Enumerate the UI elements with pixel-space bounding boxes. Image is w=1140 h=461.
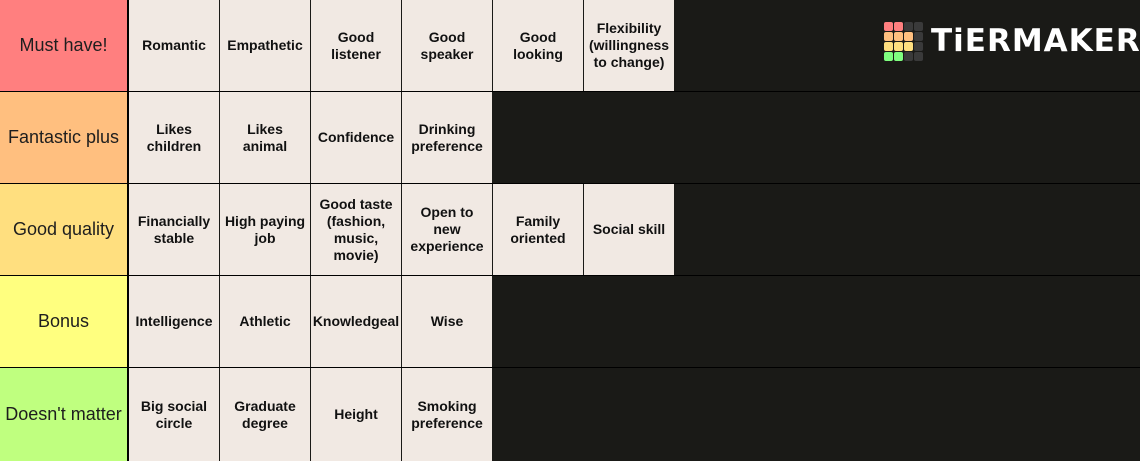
tier-item-text: Good listener bbox=[331, 28, 381, 62]
tier-item-text: Big social circle bbox=[140, 397, 208, 431]
tier-item-text: Wise bbox=[430, 313, 464, 329]
tier-item-text: Athletic bbox=[239, 313, 291, 329]
tier-item-text: Financially stable bbox=[137, 212, 211, 246]
tier-item-text: Likes animal bbox=[242, 120, 288, 154]
logo-cell bbox=[884, 41, 893, 51]
logo-cell bbox=[904, 31, 913, 41]
tier-item[interactable]: Smoking preference bbox=[402, 368, 492, 461]
tier-item-text: Smoking preference bbox=[411, 397, 483, 431]
tier-item[interactable]: Financially stable bbox=[129, 184, 219, 275]
tier-item-text: Open to new experience bbox=[410, 204, 484, 254]
tier-item-text: High paying job bbox=[224, 212, 306, 246]
tier-label-fantastic-plus[interactable]: Fantastic plus bbox=[0, 92, 129, 183]
logo-cell bbox=[884, 21, 893, 31]
logo-cell bbox=[894, 21, 903, 31]
logo-cell bbox=[914, 41, 923, 51]
tier-label-bonus[interactable]: Bonus bbox=[0, 276, 129, 367]
tier-row-fantastic-plus: Fantastic plus Likes children Likes anim… bbox=[0, 92, 1140, 183]
tier-item[interactable]: Family oriented bbox=[493, 184, 583, 275]
tier-item-text: Good speaker bbox=[420, 28, 474, 62]
tier-item[interactable]: Knowledgeal bbox=[311, 276, 401, 367]
tier-items-bonus[interactable]: Intelligence Athletic Knowledgeal Wise bbox=[129, 276, 1140, 367]
tier-item-text: Likes children bbox=[146, 120, 202, 154]
tier-item[interactable]: Intelligence bbox=[129, 276, 219, 367]
tier-item-text: Good looking bbox=[513, 28, 563, 62]
tier-item[interactable]: Likes children bbox=[129, 92, 219, 183]
logo-cell bbox=[904, 51, 913, 61]
tier-row-must-have: Must have! Romantic Empathetic Good list… bbox=[0, 0, 1140, 91]
tier-items-good-quality[interactable]: Financially stable High paying job Good … bbox=[129, 184, 1140, 275]
logo-cell bbox=[914, 21, 923, 31]
tier-item-text: Confidence bbox=[317, 129, 395, 145]
row-divider bbox=[0, 275, 1140, 276]
logo-cell bbox=[884, 31, 893, 41]
tier-item[interactable]: Good looking bbox=[493, 0, 583, 91]
tiermaker-logo[interactable]: TiERMAKER bbox=[884, 20, 1140, 62]
tier-item-text: Height bbox=[334, 406, 378, 422]
row-divider bbox=[0, 91, 1140, 92]
tier-item-text: Intelligence bbox=[135, 313, 213, 329]
logo-cell bbox=[904, 41, 913, 51]
tier-label-doesnt-matter[interactable]: Doesn't matter bbox=[0, 368, 129, 461]
tiermaker-grid-icon bbox=[884, 21, 923, 61]
tier-item-text: Family oriented bbox=[510, 212, 566, 246]
tier-item-text: Drinking preference bbox=[411, 120, 483, 154]
tier-item-text: Knowledgeal bbox=[312, 313, 400, 329]
tier-label-good-quality[interactable]: Good quality bbox=[0, 184, 129, 275]
tier-item[interactable]: Social skill bbox=[584, 184, 674, 275]
tier-item[interactable]: Graduate degree bbox=[220, 368, 310, 461]
tier-item[interactable]: Open to new experience bbox=[402, 184, 492, 275]
tier-row-doesnt-matter: Doesn't matter Big social circle Graduat… bbox=[0, 368, 1140, 461]
logo-cell bbox=[914, 51, 923, 61]
tier-item[interactable]: High paying job bbox=[220, 184, 310, 275]
tier-label-must-have[interactable]: Must have! bbox=[0, 0, 129, 91]
tier-item[interactable]: Empathetic bbox=[220, 0, 310, 91]
tier-item[interactable]: Good taste (fashion, music, movie) bbox=[311, 184, 401, 275]
logo-cell bbox=[884, 51, 893, 61]
logo-cell bbox=[894, 41, 903, 51]
logo-cell bbox=[894, 31, 903, 41]
tier-item[interactable]: Athletic bbox=[220, 276, 310, 367]
tier-item-text: Empathetic bbox=[227, 37, 303, 53]
tier-item[interactable]: Good speaker bbox=[402, 0, 492, 91]
tier-item-text: Social skill bbox=[592, 221, 666, 237]
tiermaker-logo-text: TiERMAKER bbox=[931, 23, 1140, 59]
logo-cell bbox=[894, 51, 903, 61]
tier-item-text: Graduate degree bbox=[234, 397, 296, 431]
tier-item[interactable]: Confidence bbox=[311, 92, 401, 183]
tier-item[interactable]: Drinking preference bbox=[402, 92, 492, 183]
tier-item-text: Good taste (fashion, music, movie) bbox=[319, 195, 393, 263]
tier-item[interactable]: Likes animal bbox=[220, 92, 310, 183]
tier-item[interactable]: Big social circle bbox=[129, 368, 219, 461]
tier-item[interactable]: Height bbox=[311, 368, 401, 461]
tier-items-must-have[interactable]: Romantic Empathetic Good listener Good s… bbox=[129, 0, 1140, 91]
tier-items-doesnt-matter[interactable]: Big social circle Graduate degree Height… bbox=[129, 368, 1140, 461]
tier-items-fantastic-plus[interactable]: Likes children Likes animal Confidence D… bbox=[129, 92, 1140, 183]
row-divider bbox=[0, 183, 1140, 184]
tier-item[interactable]: Wise bbox=[402, 276, 492, 367]
logo-cell bbox=[904, 21, 913, 31]
tier-row-good-quality: Good quality Financially stable High pay… bbox=[0, 184, 1140, 275]
tier-item-text: Flexibility (willingness to change) bbox=[588, 20, 670, 70]
row-divider bbox=[0, 367, 1140, 368]
tier-item-text: Romantic bbox=[142, 37, 206, 53]
tier-row-bonus: Bonus Intelligence Athletic Knowledgeal … bbox=[0, 276, 1140, 367]
tier-item[interactable]: Good listener bbox=[311, 0, 401, 91]
tier-item[interactable]: Flexibility (willingness to change) bbox=[584, 0, 674, 91]
tier-item[interactable]: Romantic bbox=[129, 0, 219, 91]
logo-cell bbox=[914, 31, 923, 41]
